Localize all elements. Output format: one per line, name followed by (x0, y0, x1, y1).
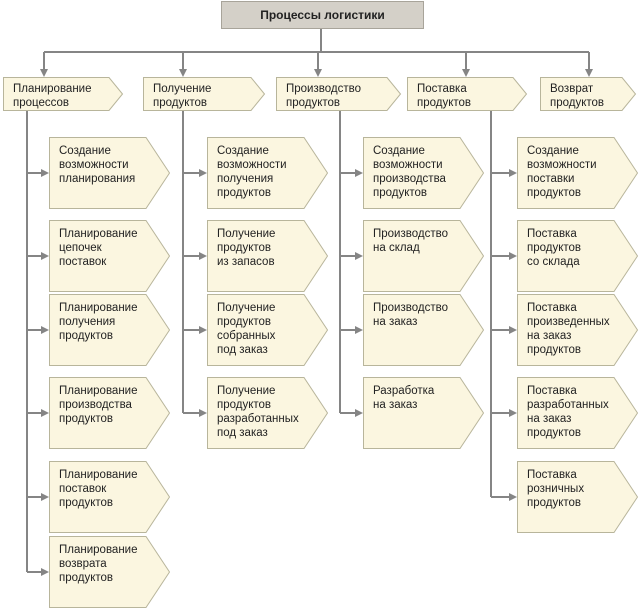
process-box-1-5-label: Планирование поставок продуктов (59, 469, 138, 509)
item-arrow-4-3 (509, 326, 517, 334)
process-box-1-4-label: Планирование производства продуктов (59, 385, 138, 425)
process-box-1-6-label: Планирование возврата продуктов (59, 544, 138, 584)
category-arrow-4 (462, 69, 470, 77)
process-box-3-3-label: Производство на заказ (373, 302, 448, 328)
process-box-4-5: Поставка розничных продуктов (517, 461, 639, 533)
item-arrow-1-4 (41, 409, 49, 417)
category-arrow-5 (585, 69, 593, 77)
process-box-3-3: Производство на заказ (363, 294, 485, 366)
process-box-3-2-label: Производство на склад (373, 228, 448, 254)
category-5-label: Возврат продуктов (550, 83, 605, 109)
process-box-2-1: Создание возможности получения продуктов (207, 137, 329, 209)
item-arrow-4-1 (509, 169, 517, 177)
process-box-2-3: Получение продуктов собранных под заказ (207, 294, 329, 366)
category-2: Получение продуктов (143, 77, 266, 111)
item-arrow-3-1 (355, 169, 363, 177)
process-box-2-4-label: Получение продуктов разработанных под за… (217, 385, 299, 439)
process-box-4-5-label: Поставка розничных продуктов (527, 469, 585, 509)
process-box-2-3-label: Получение продуктов собранных под заказ (217, 302, 276, 356)
process-box-1-1-label: Создание возможности планирования (59, 145, 136, 185)
category-arrow-3 (314, 69, 322, 77)
category-4-label: Поставка продуктов (417, 83, 472, 109)
process-box-2-4: Получение продуктов разработанных под за… (207, 377, 329, 449)
process-box-4-1: Создание возможности поставки продуктов (517, 137, 639, 209)
item-arrow-3-4 (355, 409, 363, 417)
category-1: Планирование процессов (3, 77, 124, 111)
root-process-box: Процессы логистики (221, 1, 424, 29)
process-box-3-4: Разработка на заказ (363, 377, 485, 449)
item-arrow-1-2 (41, 252, 49, 260)
process-box-1-3: Планирование получения продуктов (49, 294, 171, 366)
process-box-4-2-label: Поставка продуктов со склада (527, 228, 582, 268)
process-box-2-2: Получение продуктов из запасов (207, 220, 329, 292)
category-5: Возврат продуктов (540, 77, 637, 111)
category-3: Производство продуктов (276, 77, 402, 111)
item-arrow-1-1 (41, 169, 49, 177)
item-arrow-4-4 (509, 409, 517, 417)
root-process-title: Процессы логистики (260, 8, 385, 22)
process-box-1-6: Планирование возврата продуктов (49, 536, 171, 608)
process-box-3-2: Производство на склад (363, 220, 485, 292)
process-box-1-5: Планирование поставок продуктов (49, 461, 171, 533)
process-box-4-4: Поставка разработанных на заказ продукто… (517, 377, 639, 449)
process-box-2-1-label: Создание возможности получения продуктов (217, 145, 287, 199)
process-box-4-4-label: Поставка разработанных на заказ продукто… (527, 385, 609, 439)
process-box-1-2: Планирование цепочек поставок (49, 220, 171, 292)
process-box-4-3: Поставка произведенных на заказ продукто… (517, 294, 639, 366)
item-arrow-3-3 (355, 326, 363, 334)
item-arrow-4-5 (509, 493, 517, 501)
process-box-3-4-label: Разработка на заказ (373, 385, 435, 411)
category-3-label: Производство продуктов (286, 83, 361, 109)
category-2-label: Получение продуктов (153, 83, 212, 109)
process-box-3-1: Создание возможности производства продук… (363, 137, 485, 209)
item-arrow-1-3 (41, 326, 49, 334)
item-arrow-2-3 (199, 326, 207, 334)
process-box-2-2-label: Получение продуктов из запасов (217, 228, 276, 268)
process-box-3-1-label: Создание возможности производства продук… (373, 145, 446, 199)
process-box-1-3-label: Планирование получения продуктов (59, 302, 138, 342)
category-arrow-1 (40, 69, 48, 77)
category-4: Поставка продуктов (407, 77, 528, 111)
category-arrow-2 (179, 69, 187, 77)
item-arrow-1-6 (41, 568, 49, 576)
process-box-1-1: Создание возможности планирования (49, 137, 171, 209)
process-box-4-1-label: Создание возможности поставки продуктов (527, 145, 597, 199)
category-1-label: Планирование процессов (13, 83, 92, 109)
item-arrow-3-2 (355, 252, 363, 260)
process-box-1-2-label: Планирование цепочек поставок (59, 228, 138, 268)
item-arrow-2-2 (199, 252, 207, 260)
process-box-4-2: Поставка продуктов со склада (517, 220, 639, 292)
item-arrow-4-2 (509, 252, 517, 260)
item-arrow-1-5 (41, 493, 49, 501)
item-arrow-2-4 (199, 409, 207, 417)
item-arrow-2-1 (199, 169, 207, 177)
process-box-4-3-label: Поставка произведенных на заказ продукто… (527, 302, 610, 356)
process-box-1-4: Планирование производства продуктов (49, 377, 171, 449)
